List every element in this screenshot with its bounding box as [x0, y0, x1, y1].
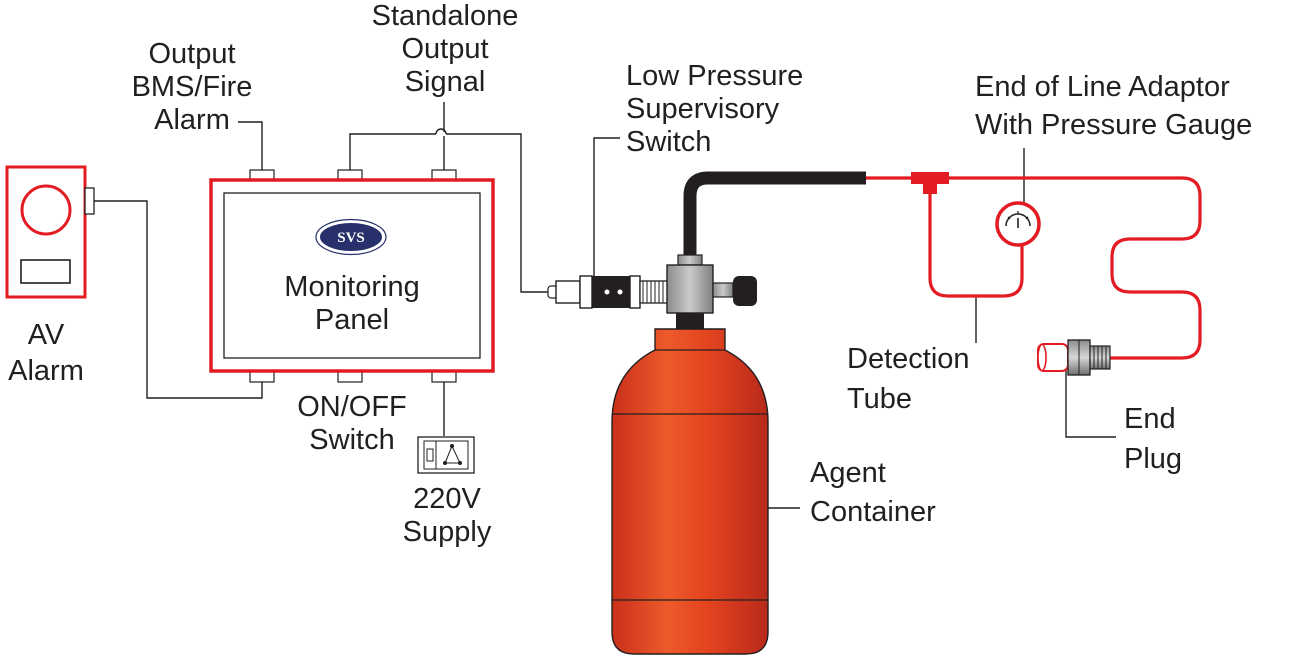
label-line: Panel: [314, 304, 390, 336]
label-end-of-line-adaptor: End of Line Adaptor With Pressure Gauge: [975, 71, 1252, 142]
label-line: AV: [27, 319, 65, 351]
label-line: 220V: [413, 483, 481, 515]
svs-logo: [318, 221, 384, 253]
label-line: Alarm: [154, 104, 230, 136]
label-line: Plug: [1124, 443, 1183, 475]
monitoring-panel: SVS: [209, 169, 495, 383]
av-alarm-device: [5, 165, 95, 299]
agent-container: [611, 328, 769, 655]
label-line: Standalone: [371, 0, 519, 32]
label-line: Supervisory: [626, 93, 780, 125]
label-line: Agent: [810, 457, 886, 489]
label-on-off-switch: ON/OFF Switch: [272, 391, 432, 457]
label-line: End of Line Adaptor: [975, 71, 1230, 103]
label-line: With Pressure Gauge: [975, 109, 1253, 141]
label-line: Low Pressure: [626, 60, 804, 92]
low-pressure-switch: [547, 275, 669, 309]
label-line: Container: [810, 496, 936, 528]
power-socket: [417, 436, 475, 474]
svs-logo-text: SVS: [337, 230, 365, 246]
label-line: Monitoring: [284, 271, 420, 303]
label-line: Signal: [404, 66, 486, 98]
label-standalone-output: Standalone Output Signal: [350, 0, 540, 99]
label-line: Switch: [309, 424, 395, 456]
label-line: Detection: [847, 343, 970, 375]
label-line: Alarm: [8, 355, 84, 387]
tee-fitting: [911, 172, 949, 184]
label-line: End: [1124, 403, 1176, 435]
detection-tube: [866, 176, 1202, 360]
label-line: Tube: [847, 383, 913, 415]
label-agent-container: Agent Container: [810, 454, 936, 532]
discharge-pipe: [683, 171, 866, 262]
label-line: BMS/Fire: [131, 71, 253, 103]
label-line: Supply: [402, 516, 492, 548]
label-monitoring-panel: Monitoring Panel: [224, 271, 480, 337]
label-low-pressure-switch: Low Pressure Supervisory Switch: [626, 60, 803, 159]
cylinder-valve: [666, 254, 757, 329]
label-av-alarm: AV Alarm: [0, 317, 92, 389]
label-end-plug: End Plug: [1124, 399, 1182, 479]
label-line: Output: [401, 33, 489, 65]
end-plug: [1037, 339, 1111, 376]
label-line: Switch: [626, 126, 712, 158]
pressure-gauge: [995, 201, 1041, 247]
label-detection-tube: Detection Tube: [847, 339, 970, 419]
label-line: ON/OFF: [297, 391, 407, 423]
label-output-bms: Output BMS/Fire Alarm: [112, 38, 272, 137]
label-line: Output: [148, 38, 236, 70]
label-220v-supply: 220V Supply: [377, 483, 517, 549]
